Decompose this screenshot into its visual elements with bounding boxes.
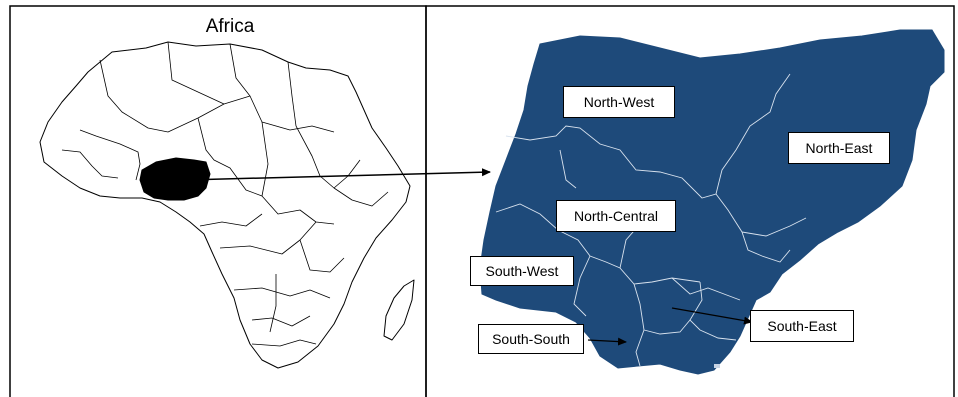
right-panel-frame	[425, 5, 955, 397]
region-label-north-central: North-Central	[556, 200, 676, 232]
nigeria-region-borders	[495, 73, 807, 367]
nigeria-outline	[479, 29, 945, 375]
nigeria-highlight	[139, 157, 211, 201]
region-label-south-west: South-West	[470, 256, 574, 286]
africa-title: Africa	[205, 16, 255, 37]
africa-country-borders	[61, 41, 389, 347]
region-label-south-south: South-South	[478, 324, 584, 354]
africa-continent-outline	[39, 41, 411, 369]
nigeria-zoom-arrow	[185, 168, 491, 181]
coastal-detail	[714, 364, 720, 368]
region-label-north-west: North-West	[563, 86, 675, 118]
nigeria-map	[479, 29, 945, 375]
south-east-arrow	[671, 307, 753, 325]
region-label-north-east: North-East	[788, 132, 890, 164]
region-label-south-east: South-East	[750, 310, 854, 342]
south-south-arrow	[587, 337, 627, 346]
africa-map	[39, 41, 415, 369]
madagascar-outline	[383, 279, 415, 341]
